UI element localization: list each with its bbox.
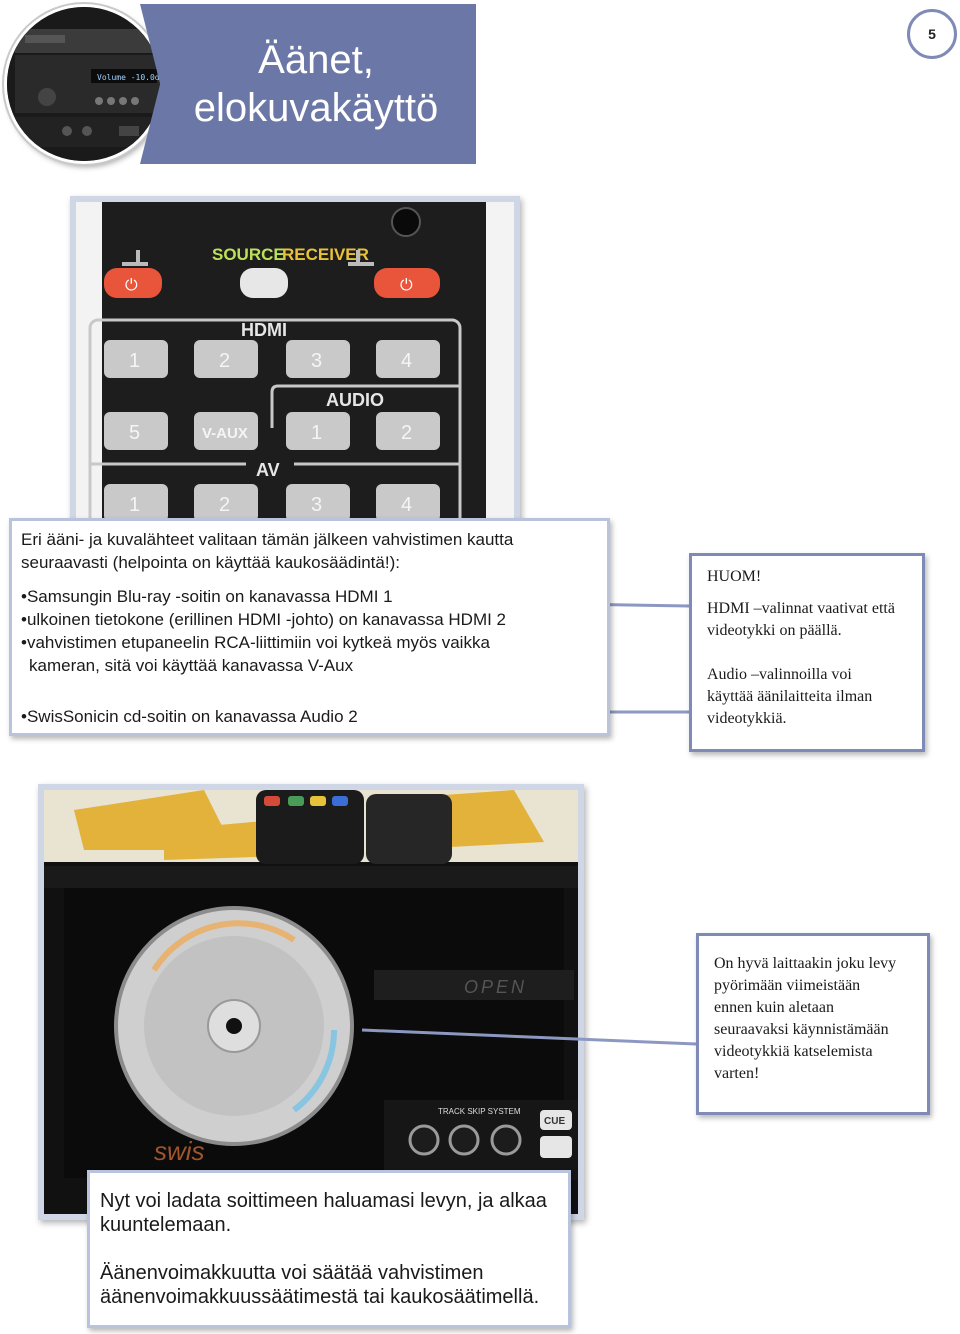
instruction-line: äänenvoimakkuussäätimestä tai kaukosääti… xyxy=(100,1286,540,1308)
tip-text-line: pyörimään viimeistään xyxy=(714,977,861,994)
button-5: 5 xyxy=(129,422,140,444)
page-title: Äänet, elokuvakäyttö xyxy=(178,36,439,132)
hdmi-button-2: 2 xyxy=(219,350,230,372)
instruction-line: Äänenvoimakkuutta voi säätää vahvistimen xyxy=(100,1262,484,1284)
open-label: OPEN xyxy=(464,977,527,997)
huom-text-line: videotykkiä. xyxy=(707,710,787,727)
list-item: •ulkoinen tietokone (erillinen HDMI -joh… xyxy=(21,610,507,629)
huom-text-line: käyttää äänilaitteita ilman xyxy=(707,688,873,705)
hdmi-button-4: 4 xyxy=(401,350,412,372)
hdmi-label: HDMI xyxy=(241,320,287,340)
huom-text-line: Audio –valinnoilla voi xyxy=(707,666,852,683)
remote-illustration: SOURCE RECEIVER ⏻ ⏻ HDMI 1 2 3 4 AUDIO 5… xyxy=(76,202,514,520)
amp-display-text: Volume -10.0dB xyxy=(97,73,164,82)
av-label: AV xyxy=(256,460,280,480)
list-item: •SwisSonicin cd-soitin on kanavassa Audi… xyxy=(21,707,358,726)
huom-text-line: videotykki on päällä. xyxy=(707,622,842,639)
title-line-1: Äänet, xyxy=(258,38,374,82)
tip-text-line: On hyvä laittaakin joku levy xyxy=(714,955,897,972)
amplifier-illustration: Volume -10.0dB xyxy=(7,7,164,161)
v-aux-button: V-AUX xyxy=(202,425,248,442)
av-button-1: 1 xyxy=(129,494,140,516)
audio-button-1: 1 xyxy=(311,422,322,444)
disc-tip-callout: On hyvä laittaakin joku levy pyörimään v… xyxy=(696,933,930,1115)
huom-text-line: HDMI –valinnat vaativat että xyxy=(707,600,895,617)
cd-player-photo: OPEN TRACK SKIP SYSTEM CUE swis xyxy=(38,784,584,1220)
source-label: SOURCE xyxy=(212,245,285,264)
list-item: •vahvistimen etupaneelin RCA-liittimiin … xyxy=(21,633,490,652)
playback-instructions-callout: Nyt voi ladata soittimeen haluamasi levy… xyxy=(87,1170,571,1328)
source-selection-callout: Eri ääni- ja kuvalähteet valitaan tämän … xyxy=(9,518,610,736)
power-icon: ⏻ xyxy=(125,277,138,294)
instruction-line: kuuntelemaan. xyxy=(100,1214,232,1236)
huom-callout: HUOM! HDMI –valinnat vaativat että video… xyxy=(689,553,925,752)
cue-label: CUE xyxy=(544,1116,565,1127)
receiver-power-button xyxy=(374,268,440,298)
av-button-3: 3 xyxy=(311,494,322,516)
tip-text-line: ennen kuin aletaan xyxy=(714,999,834,1016)
audio-button-2: 2 xyxy=(401,422,412,444)
hdmi-button-1: 1 xyxy=(129,350,140,372)
title-banner: Äänet, elokuvakäyttö xyxy=(140,4,476,164)
page-number-badge: 5 xyxy=(907,9,957,59)
hdmi-button-3: 3 xyxy=(311,350,322,372)
tip-text-line: seuraavaksi käynnistämään xyxy=(714,1021,889,1038)
tip-text-line: videotykkiä katselemista xyxy=(714,1043,873,1060)
cd-player-illustration: OPEN TRACK SKIP SYSTEM CUE swis xyxy=(44,790,578,1214)
power-icon: ⏻ xyxy=(400,277,413,294)
av-button-4: 4 xyxy=(401,494,412,516)
receiver-label: RECEIVER xyxy=(282,245,369,264)
source-power-button xyxy=(104,268,162,298)
title-line-2: elokuvakäyttö xyxy=(193,86,439,130)
intro-line-1: Eri ääni- ja kuvalähteet valitaan tämän … xyxy=(21,530,514,549)
track-skip-label: TRACK SKIP SYSTEM xyxy=(438,1107,521,1116)
brand-logo-partial: swis xyxy=(154,1136,205,1166)
intro-line-2: seuraavasti (helpointa on käyttää kaukos… xyxy=(21,553,400,572)
list-item-continuation: kameran, sitä voi käyttää kanavassa V-Au… xyxy=(29,656,354,675)
amplifier-photo: Volume -10.0dB xyxy=(4,4,164,164)
audio-label: AUDIO xyxy=(326,390,384,410)
av-button-2: 2 xyxy=(219,494,230,516)
tip-text-line: varten! xyxy=(714,1065,760,1082)
list-item: •Samsungin Blu-ray -soitin on kanavassa … xyxy=(21,587,393,606)
remote-control-photo: SOURCE RECEIVER ⏻ ⏻ HDMI 1 2 3 4 AUDIO 5… xyxy=(70,196,520,526)
huom-heading: HUOM! xyxy=(707,568,762,585)
instruction-line: Nyt voi ladata soittimeen haluamasi levy… xyxy=(100,1190,547,1212)
